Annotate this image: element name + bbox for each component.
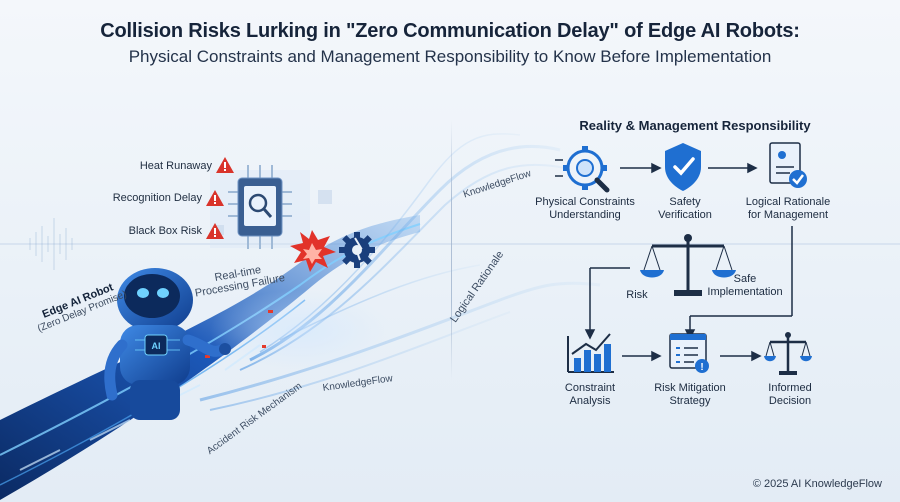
node-physical-constraints: Physical Constraints Understanding xyxy=(530,196,640,222)
document-check-icon xyxy=(769,142,807,188)
warning-icon xyxy=(206,223,224,239)
node-logical-rationale: Logical Rationale for Management xyxy=(738,196,838,222)
scale-safe-line1: Safe xyxy=(733,273,757,285)
processor-chip-icon xyxy=(210,165,332,249)
node-physical-line2: Understanding xyxy=(549,209,621,221)
warning-icon xyxy=(206,190,224,206)
node-safety-line2: Verification xyxy=(658,209,712,221)
node-risk-mitigation: Risk Mitigation Strategy xyxy=(640,382,740,408)
bar-chart-icon xyxy=(567,333,614,373)
right-panel-title: Reality & Management Responsibility xyxy=(579,118,811,133)
node-informed-decision: Informed Decision xyxy=(752,382,828,408)
scale-safe-label: Safe Implementation xyxy=(700,273,790,299)
node-mitigation-line2: Strategy xyxy=(669,395,711,407)
node-decision-line2: Decision xyxy=(768,395,812,407)
node-safety-verification: Safety Verification xyxy=(645,196,725,222)
node-mitigation-line1: Risk Mitigation xyxy=(654,382,726,394)
shield-check-icon xyxy=(665,143,701,191)
robot-chest-label: AI xyxy=(152,341,161,351)
copyright-footer: © 2025 AI KnowledgeFlow xyxy=(752,478,882,490)
flow-arrows xyxy=(584,162,793,362)
scale-risk-label: Risk xyxy=(626,289,648,301)
data-bars-decoration xyxy=(29,218,73,270)
page-title: Collision Risks Lurking in "Zero Communi… xyxy=(100,20,800,42)
panel-divider xyxy=(451,120,452,380)
scale-safe-line2: Implementation xyxy=(707,286,783,298)
magnifier-gear-icon xyxy=(555,146,610,193)
edge-ai-robot-figure xyxy=(104,268,231,420)
page-subtitle: Physical Constraints and Management Resp… xyxy=(128,47,772,66)
risk-label-heat-runaway: Heat Runaway xyxy=(139,160,212,172)
gear-icon xyxy=(339,232,375,268)
node-safety-line1: Safety xyxy=(669,196,701,208)
checklist-icon: ! xyxy=(669,333,709,373)
warning-icon xyxy=(216,157,234,173)
node-constraint-analysis: Constraint Analysis xyxy=(550,382,630,408)
risk-label-recognition-delay: Recognition Delay xyxy=(112,192,202,204)
svg-text:!: ! xyxy=(700,362,703,373)
balance-scale-icon xyxy=(640,234,736,296)
node-physical-line1: Physical Constraints xyxy=(535,196,635,208)
node-decision-line1: Informed xyxy=(768,382,812,394)
node-constraint-line1: Constraint xyxy=(564,382,616,394)
node-rationale-line2: for Management xyxy=(747,209,829,221)
node-rationale-line1: Logical Rationale xyxy=(745,196,831,208)
node-constraint-line2: Analysis xyxy=(569,395,611,407)
risk-label-black-box: Black Box Risk xyxy=(128,225,202,237)
small-scale-icon xyxy=(764,332,812,375)
collision-burst-icon xyxy=(290,230,336,272)
